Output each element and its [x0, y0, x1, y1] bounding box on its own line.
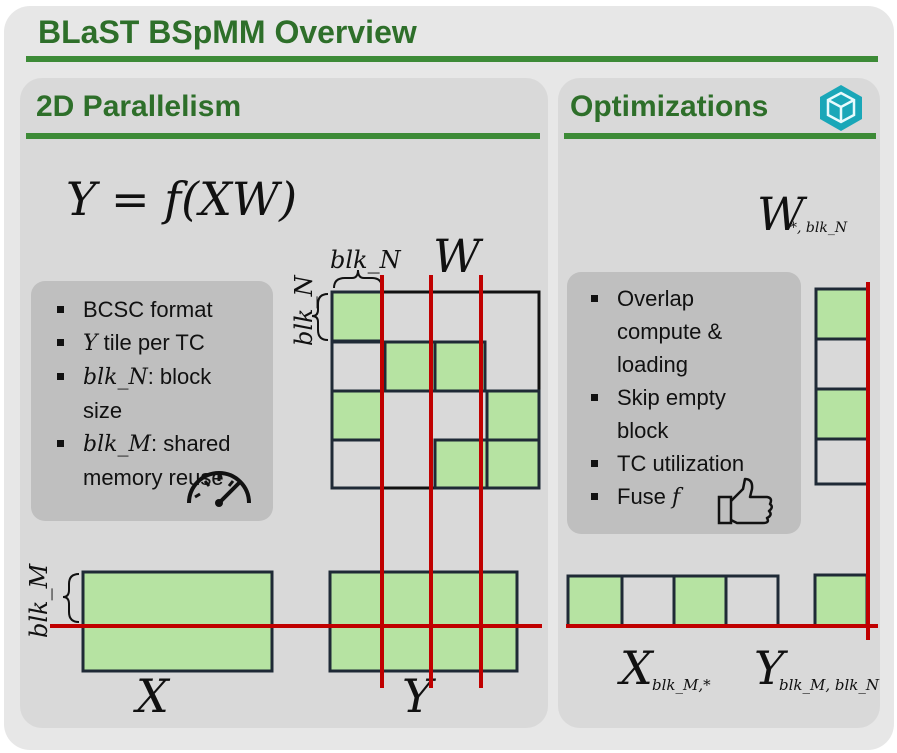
thumbs-up-icon: [717, 477, 773, 525]
nonzero-block: [566, 574, 624, 628]
w-matrix: [330, 290, 541, 490]
y-sub-subscript: blk_M, blk_N: [779, 676, 880, 694]
equation: Y = f(XW): [66, 172, 297, 226]
bullet-item: Fuse f: [587, 480, 801, 514]
side-brace: [311, 293, 329, 341]
bullet-item: Overlap compute & loading: [587, 282, 767, 381]
w-label: W: [433, 229, 484, 283]
title-rule: [26, 56, 878, 62]
x-sub-label: X: [617, 641, 655, 695]
parallelism-rule: [26, 133, 540, 139]
w-star-label: W: [757, 187, 808, 241]
y-sub-label: Y: [754, 641, 789, 695]
tile-lines: [50, 275, 542, 688]
w-column: [814, 287, 870, 486]
top-brace: [333, 269, 383, 289]
y-block: [813, 573, 869, 628]
x-row: [566, 574, 780, 628]
cube-logo-icon: [820, 85, 862, 131]
x-matrix: [81, 570, 274, 673]
w-star-subscript: *, blk_N: [790, 220, 848, 236]
nonzero-block: [814, 387, 870, 441]
empty-block: [814, 337, 870, 391]
nonzero-block: [814, 287, 870, 341]
optimizations-bullets: Overlap compute & loading Skip empty blo…: [567, 272, 801, 534]
blk-m-side-label: blk_M: [25, 562, 53, 638]
parallelism-bullets: BCSC format Y tile per TC blk_N: block s…: [31, 281, 273, 521]
x-label: X: [133, 669, 171, 723]
bullet-item: TC utilization: [587, 447, 801, 480]
bullet-item: blk_N: block size: [53, 360, 233, 427]
blk-n-side-label: blk_N: [290, 274, 318, 346]
empty-block: [620, 574, 676, 628]
nonzero-block: [433, 340, 487, 393]
nonzero-block: [485, 438, 541, 490]
x-sub-subscript: blk_M,*: [652, 676, 711, 694]
empty-block: [724, 574, 780, 628]
blk-n-top-label: blk_N: [330, 246, 402, 274]
bullet-item: BCSC format: [53, 293, 273, 326]
page-title: BLaST BSpMM Overview: [38, 14, 417, 50]
bullet-item: Y tile per TC: [53, 326, 273, 360]
speedometer-icon: [187, 471, 251, 507]
nonzero-block: [485, 389, 541, 442]
nonzero-block: [433, 438, 489, 490]
y-matrix: [328, 570, 519, 673]
optimizations-title: Optimizations: [570, 90, 769, 123]
nonzero-block: [672, 574, 728, 628]
empty-block: [814, 437, 870, 486]
parallelism-title: 2D Parallelism: [36, 90, 242, 123]
optimizations-rule: [564, 133, 876, 139]
m-brace: [62, 573, 80, 623]
tile-lines: [566, 282, 878, 640]
bullet-item: Skip empty block: [587, 381, 767, 447]
